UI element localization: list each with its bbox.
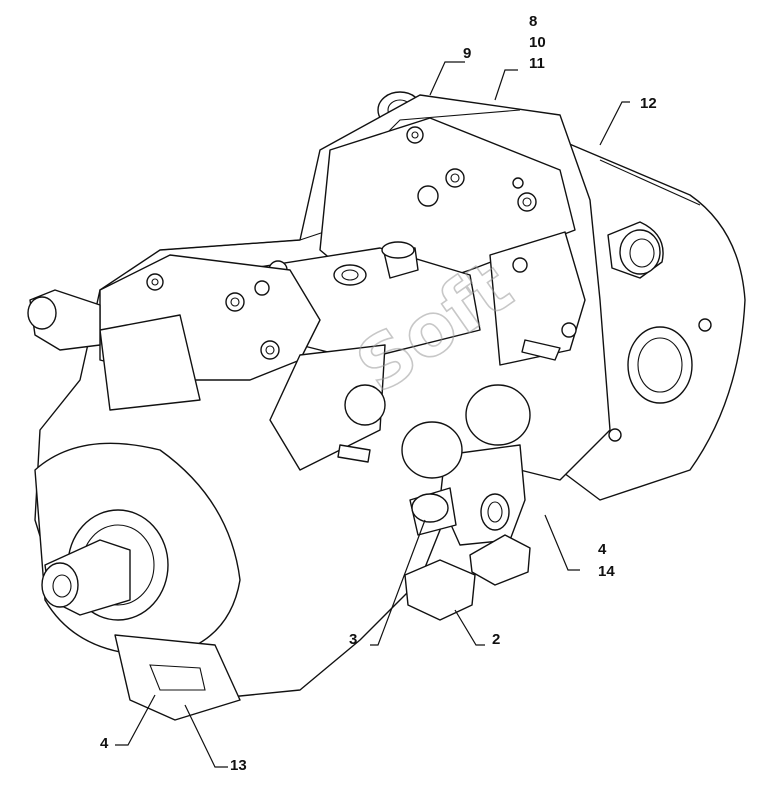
callout-3: 3 xyxy=(349,631,357,648)
center-sensor xyxy=(269,344,386,471)
control-block-left xyxy=(99,254,321,411)
base-bracket-13 xyxy=(114,634,241,721)
callout-14: 14 xyxy=(598,563,615,580)
callout-4-left: 4 xyxy=(100,735,109,752)
left-fitting xyxy=(27,289,101,351)
callout-9: 9 xyxy=(463,45,471,62)
drive-shaft xyxy=(41,539,131,616)
plug-3 xyxy=(409,487,457,536)
callout-4-right: 4 xyxy=(598,541,607,558)
callout-11: 11 xyxy=(529,55,545,72)
plug-upper xyxy=(401,384,531,479)
callout-8: 8 xyxy=(529,13,537,30)
leader-lines xyxy=(115,61,630,768)
plug-2 xyxy=(404,534,531,621)
plug-12 xyxy=(607,221,664,279)
callout-2: 2 xyxy=(492,631,500,648)
side-valve xyxy=(489,231,586,366)
callout-10: 10 xyxy=(529,34,546,51)
port-cluster xyxy=(439,444,526,546)
callout-12: 12 xyxy=(640,95,657,112)
callout-labels: 8 10 11 9 12 4 14 3 2 4 13 xyxy=(100,13,657,774)
callout-13: 13 xyxy=(230,757,247,774)
